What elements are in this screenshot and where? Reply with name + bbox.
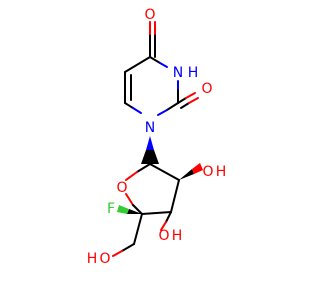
wedge-bond-n1-c1prime [146,136,154,150]
atom-labels: O N H O N O F O H O H O H [87,7,227,267]
atom-label-n3: N [173,65,183,81]
bond-c5prime-o-red [112,250,123,257]
atom-label-ch2oh-h: H [87,251,98,267]
bond-c2-n1-blue [157,109,168,116]
molecule-structure-diagram: O N H O N O F O H O H O H [87,7,227,267]
atom-label-ch2oh-o: O [99,251,110,267]
bond-c4-n3 [149,56,161,64]
wedge-bond-n1-c1prime-black [141,150,159,164]
bond-c3-c4 [141,211,172,215]
uracil-ring-bonds [124,21,199,116]
bond-c3-oh-red [160,221,167,231]
bond-c2-o-red [185,92,196,99]
atom-label-oh3-h: H [172,228,183,244]
bond-c1-c2 [149,163,180,181]
atom-label-f: F [107,201,115,217]
bond-c2-o-double-red [188,97,199,104]
bond-c2-n1 [166,102,179,111]
atom-label-o-top: O [144,7,155,23]
atom-label-o-sugar: O [116,180,127,196]
wedge-bond-c4-f [127,209,142,214]
bond-c2-c3 [170,179,180,213]
bond-c4-n3-blue [159,62,168,68]
bond-c1-o4 [136,163,151,173]
bond-c3-oh [165,211,172,223]
bond-o4-c4 [132,204,143,215]
wedge-bond-c2-oh-red [192,163,203,174]
bond-c6-n1 [124,102,134,109]
atom-label-n1: N [145,120,155,136]
wedge-bond-c2-oh [179,169,194,180]
atom-label-n3-h: H [188,65,199,81]
bond-c1-o4-red [125,171,138,181]
atom-label-oh2-o: O [202,164,213,180]
substituent-bonds [112,163,203,257]
bond-o4-c4-red [125,193,134,206]
bond-c6-n1-blue [132,107,142,114]
glycosidic-bond [141,136,159,164]
atom-label-o-right: O [201,81,212,97]
bond-c2-o-double [180,102,190,109]
wedge-bond-c4-f-green [117,205,129,214]
bond-c4-c5 [124,56,151,73]
sugar-ring-bonds [125,163,180,215]
bond-c4-c5prime [133,213,143,245]
bond-c2-o [177,97,187,104]
bond-c5prime-o [121,243,135,252]
atom-label-oh3-o: O [158,228,169,244]
atom-label-oh2-h: H [216,164,227,180]
